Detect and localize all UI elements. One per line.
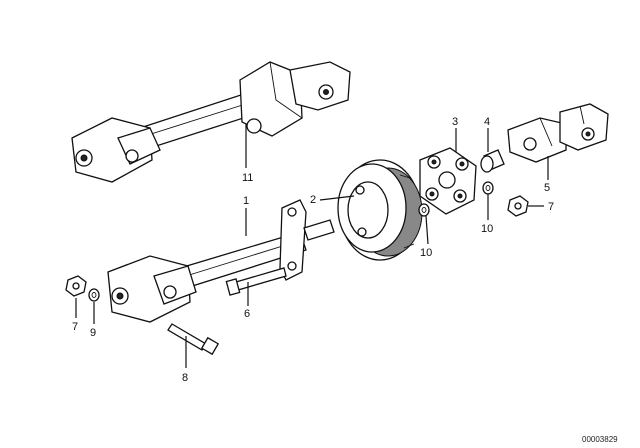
vibration-damper-part-2 [337, 159, 423, 261]
bolt-part-8 [167, 323, 220, 356]
universal-joint-part-5 [507, 103, 609, 163]
callout-4: 4 [484, 116, 490, 128]
nut-part-7-left [65, 275, 87, 297]
bushing-part-4 [480, 149, 505, 173]
callout-6: 6 [244, 308, 250, 320]
washer-part-10-left [418, 203, 430, 217]
callout-3: 3 [452, 116, 458, 128]
steering-shaft-assembly-upper [71, 61, 351, 183]
steering-shaft-lower [107, 199, 335, 323]
callout-9: 9 [90, 327, 96, 339]
callout-2: 2 [310, 194, 316, 206]
callout-1: 1 [243, 195, 249, 207]
callout-7-left: 7 [72, 321, 78, 333]
flexible-coupling-part-3 [419, 147, 477, 215]
callout-10-right: 10 [481, 223, 493, 235]
callout-11: 11 [242, 172, 253, 184]
callout-7-right: 7 [548, 201, 554, 213]
callout-10-left: 10 [420, 247, 432, 259]
leader-lines [75, 124, 549, 368]
washer-part-9 [88, 288, 100, 302]
nut-part-7-right [507, 195, 529, 217]
document-id: 00003829 [582, 435, 618, 444]
washer-part-10-right [482, 181, 494, 195]
callout-5: 5 [544, 182, 550, 194]
callout-8: 8 [182, 372, 188, 384]
